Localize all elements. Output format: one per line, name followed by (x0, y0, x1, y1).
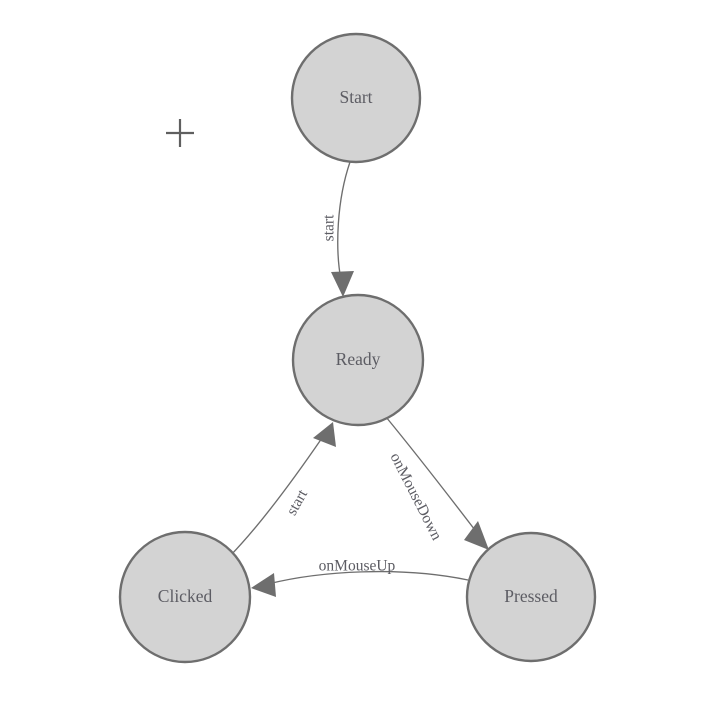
edge-clicked-to-ready-label: start (283, 486, 311, 518)
node-pressed[interactable]: Pressed (465, 531, 597, 663)
node-start-circle[interactable] (290, 32, 422, 164)
node-ready-circle[interactable] (291, 293, 425, 427)
node-clicked-circle[interactable] (118, 530, 252, 664)
edge-pressed-to-clicked[interactable]: onMouseUp (251, 558, 469, 597)
edge-clicked-to-ready[interactable]: start (229, 422, 336, 557)
edge-clicked-to-ready-arrowhead (313, 422, 336, 447)
edge-pressed-to-clicked-path[interactable] (267, 570, 469, 585)
crosshair-icon (166, 119, 194, 147)
edge-ready-to-pressed-label: onMouseDown (387, 450, 446, 543)
node-clicked[interactable]: Clicked (118, 530, 252, 664)
edge-ready-to-pressed-arrowhead (464, 521, 489, 550)
node-pressed-circle[interactable] (465, 531, 597, 663)
edge-start-to-ready-arrowhead (331, 271, 354, 297)
node-start[interactable]: Start (290, 32, 422, 164)
edge-start-to-ready[interactable]: start (321, 161, 354, 297)
node-ready[interactable]: Ready (291, 293, 425, 427)
edge-clicked-to-ready-path[interactable] (229, 437, 323, 557)
edge-start-to-ready-label: start (321, 214, 338, 241)
edge-ready-to-pressed-path[interactable] (385, 416, 479, 535)
edge-pressed-to-clicked-arrowhead (251, 573, 276, 597)
edge-start-to-ready-path[interactable] (337, 161, 351, 281)
edge-ready-to-pressed[interactable]: onMouseDown (385, 416, 489, 550)
